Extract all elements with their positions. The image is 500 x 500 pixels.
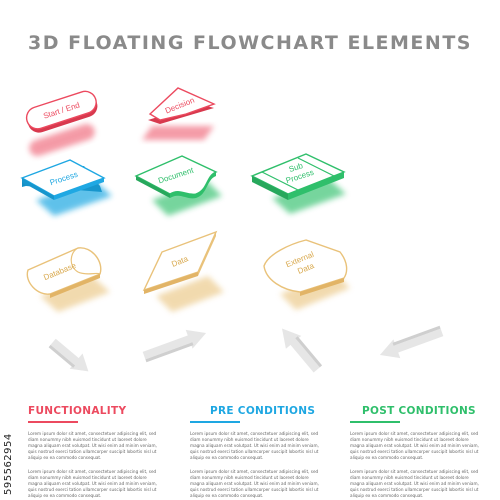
page-title: 3D FLOATING FLOWCHART ELEMENTS xyxy=(28,32,472,54)
arrow-down-right-icon xyxy=(48,338,89,372)
section-paragraph: Lorem ipsum dolor sit amet, consectetuer… xyxy=(350,469,479,498)
section-heading: POST CONDITIONS xyxy=(362,405,476,417)
database-shape: Database xyxy=(26,247,110,312)
arrow-left-icon xyxy=(379,325,444,359)
section-rule xyxy=(190,421,240,423)
section-paragraph: Lorem ipsum dolor sit amet, consectetuer… xyxy=(28,431,157,460)
section-paragraph: Lorem ipsum dolor sit amet, consectetuer… xyxy=(190,431,319,460)
start-end-shape: Start / End xyxy=(25,90,98,157)
data-shape: Data xyxy=(142,230,224,312)
arrow-right-icon xyxy=(142,329,207,363)
section-paragraph: Lorem ipsum dolor sit amet, consectetuer… xyxy=(350,431,479,460)
section-pre-conditions: PRE CONDITIONS Lorem ipsum dolor sit ame… xyxy=(190,405,320,499)
arrow-row xyxy=(48,325,444,373)
process-shape: Process xyxy=(20,159,112,216)
arrow-up-left-icon xyxy=(282,328,323,373)
section-functionality: FUNCTIONALITY Lorem ipsum dolor sit amet… xyxy=(28,405,158,499)
section-rule xyxy=(28,421,78,423)
document-shape: Document xyxy=(134,155,222,216)
section-post-conditions: POST CONDITIONS Lorem ipsum dolor sit am… xyxy=(350,405,480,499)
section-paragraph: Lorem ipsum dolor sit amet, consectetuer… xyxy=(28,469,157,498)
subprocess-shape: Sub Process xyxy=(250,153,346,214)
subprocess-label-line1: Sub xyxy=(288,161,305,174)
decision-shape: Decision xyxy=(142,87,216,140)
external-data-shape: External Data xyxy=(263,239,350,310)
section-paragraph: Lorem ipsum dolor sit amet, consectetuer… xyxy=(190,469,319,498)
section-heading: PRE CONDITIONS xyxy=(210,405,316,417)
section-heading: FUNCTIONALITY xyxy=(28,405,127,417)
section-rule xyxy=(350,421,400,423)
